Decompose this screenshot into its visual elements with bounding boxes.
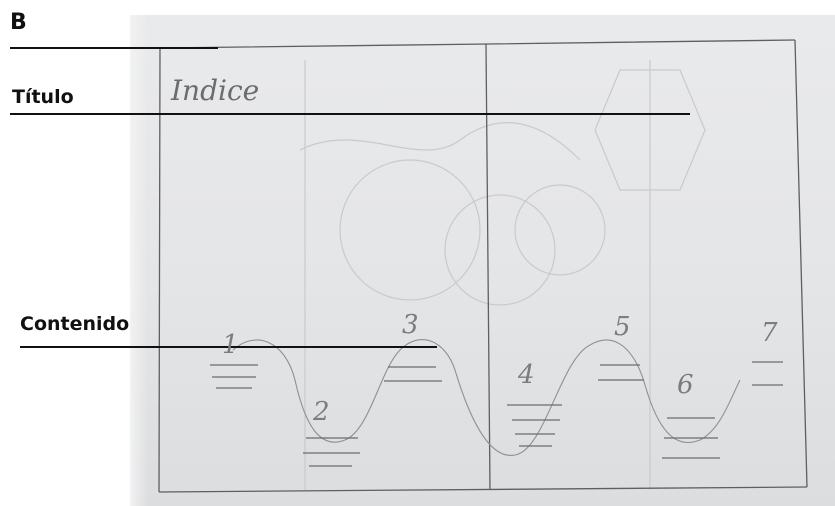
faint-circle-2 bbox=[445, 195, 555, 305]
handwritten-number-5: 5 bbox=[614, 312, 631, 342]
handwritten-number-4: 4 bbox=[518, 360, 535, 390]
title-annotation-label: Título bbox=[12, 86, 74, 108]
frame-right bbox=[795, 40, 807, 487]
frame-bottom bbox=[159, 487, 807, 492]
handwritten-number-2: 2 bbox=[313, 397, 330, 427]
faint-circle-1 bbox=[340, 160, 480, 300]
handwritten-number-7: 7 bbox=[761, 318, 778, 348]
center-divider bbox=[486, 44, 490, 490]
handwritten-number-6: 6 bbox=[677, 370, 694, 400]
frame-top bbox=[160, 40, 795, 48]
handwritten-title: Indice bbox=[171, 74, 259, 107]
page-frame bbox=[159, 40, 807, 492]
handwritten-number-3: 3 bbox=[402, 310, 419, 340]
faint-curve bbox=[300, 123, 580, 160]
content-annotation-label: Contenido bbox=[20, 313, 129, 335]
annotation-lines bbox=[10, 48, 690, 347]
handwritten-number-1: 1 bbox=[222, 330, 239, 360]
faint-circle-3 bbox=[515, 185, 605, 275]
panel-letter: B bbox=[10, 10, 27, 35]
